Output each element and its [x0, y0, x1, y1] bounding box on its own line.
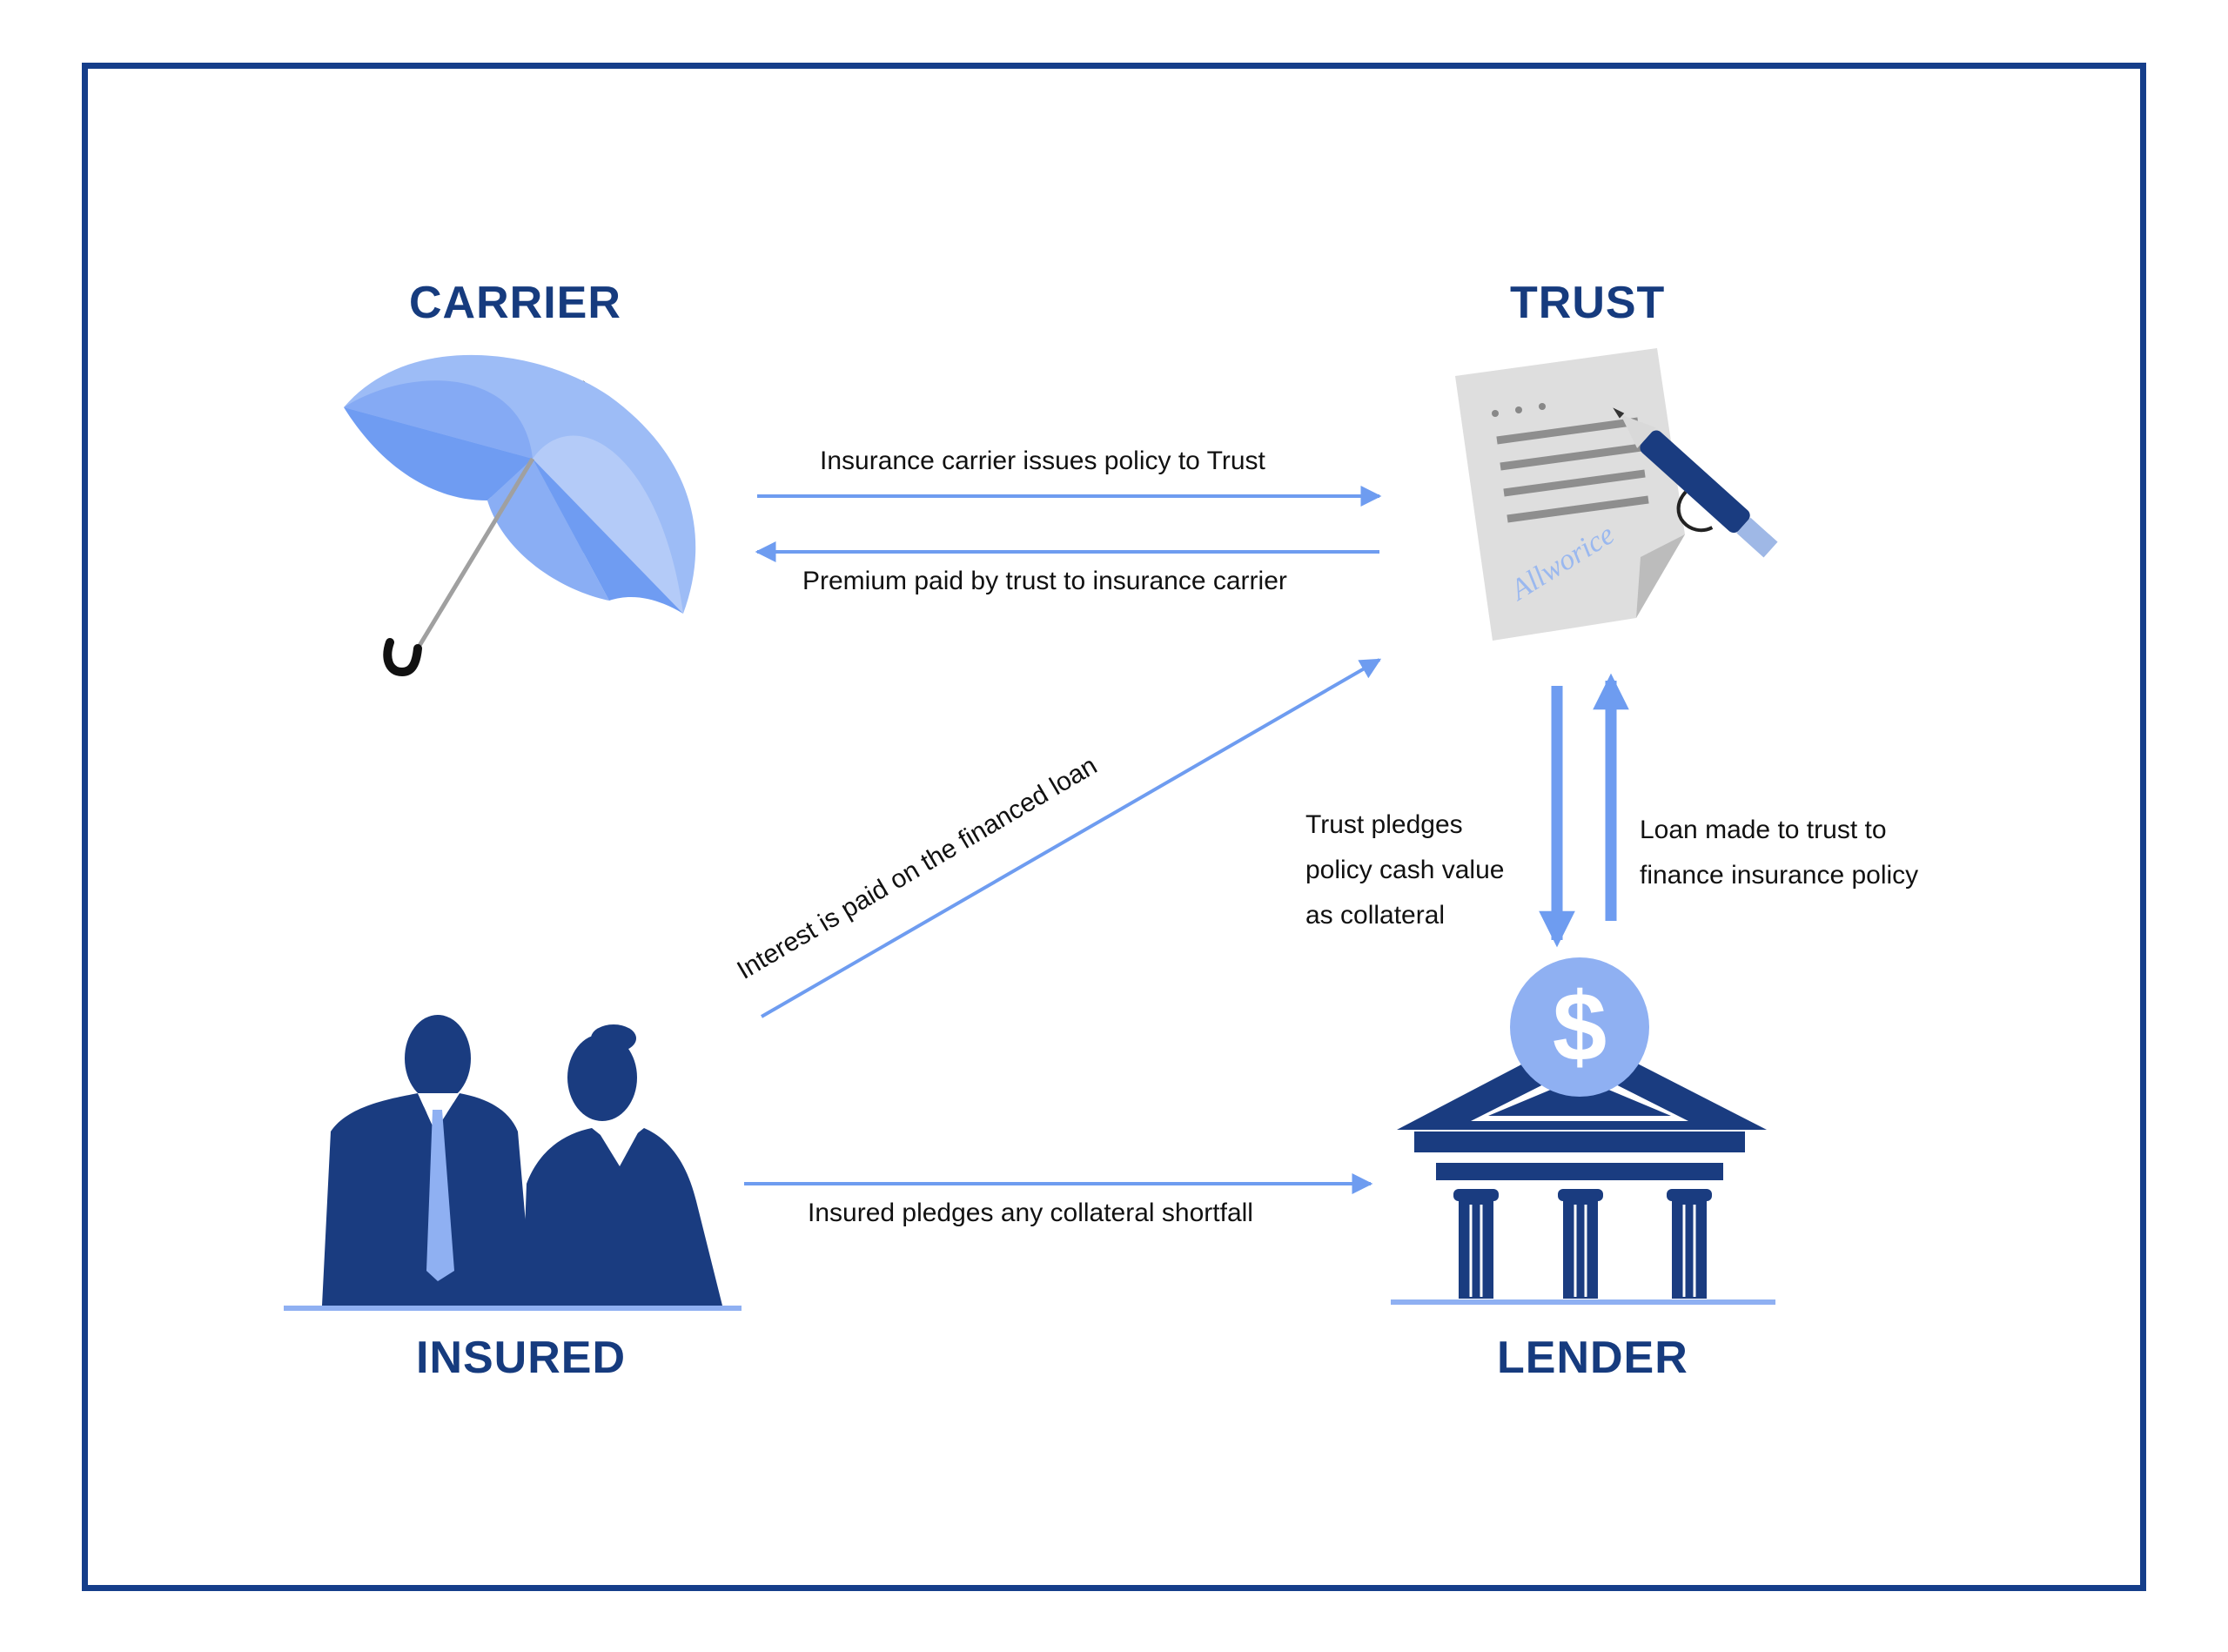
- insured-to-lender-label: Insured pledges any collateral shortfall: [808, 1199, 1253, 1227]
- trust-title: TRUST: [1510, 278, 1666, 328]
- business-people-icon: [284, 1015, 742, 1311]
- trust-to-lender-label-line2: policy cash value: [1305, 856, 1505, 884]
- diagram-frame: [82, 63, 2146, 1591]
- trust-to-lender-label-line1: Trust pledges: [1305, 810, 1463, 839]
- arrow-insured-to-trust: [760, 658, 1382, 1018]
- trust-to-lender-label-line3: as collateral: [1305, 901, 1446, 930]
- bank-building-dollar-icon: $: [1391, 957, 1775, 1305]
- lender-title: LENDER: [1497, 1333, 1688, 1383]
- lender-to-trust-label-line1: Loan made to trust to: [1640, 816, 1887, 844]
- umbrella-icon: [344, 354, 696, 677]
- insured-title: INSURED: [416, 1333, 627, 1383]
- signed-document-pen-icon: Allworice: [1455, 348, 1778, 641]
- carrier-title: CARRIER: [409, 278, 621, 328]
- carrier-to-trust-label: Insurance carrier issues policy to Trust: [820, 447, 1265, 475]
- lender-to-trust-label-line2: finance insurance policy: [1640, 861, 1919, 890]
- dollar-sign: $: [1553, 972, 1607, 1081]
- trust-to-carrier-label: Premium paid by trust to insurance carri…: [802, 567, 1287, 595]
